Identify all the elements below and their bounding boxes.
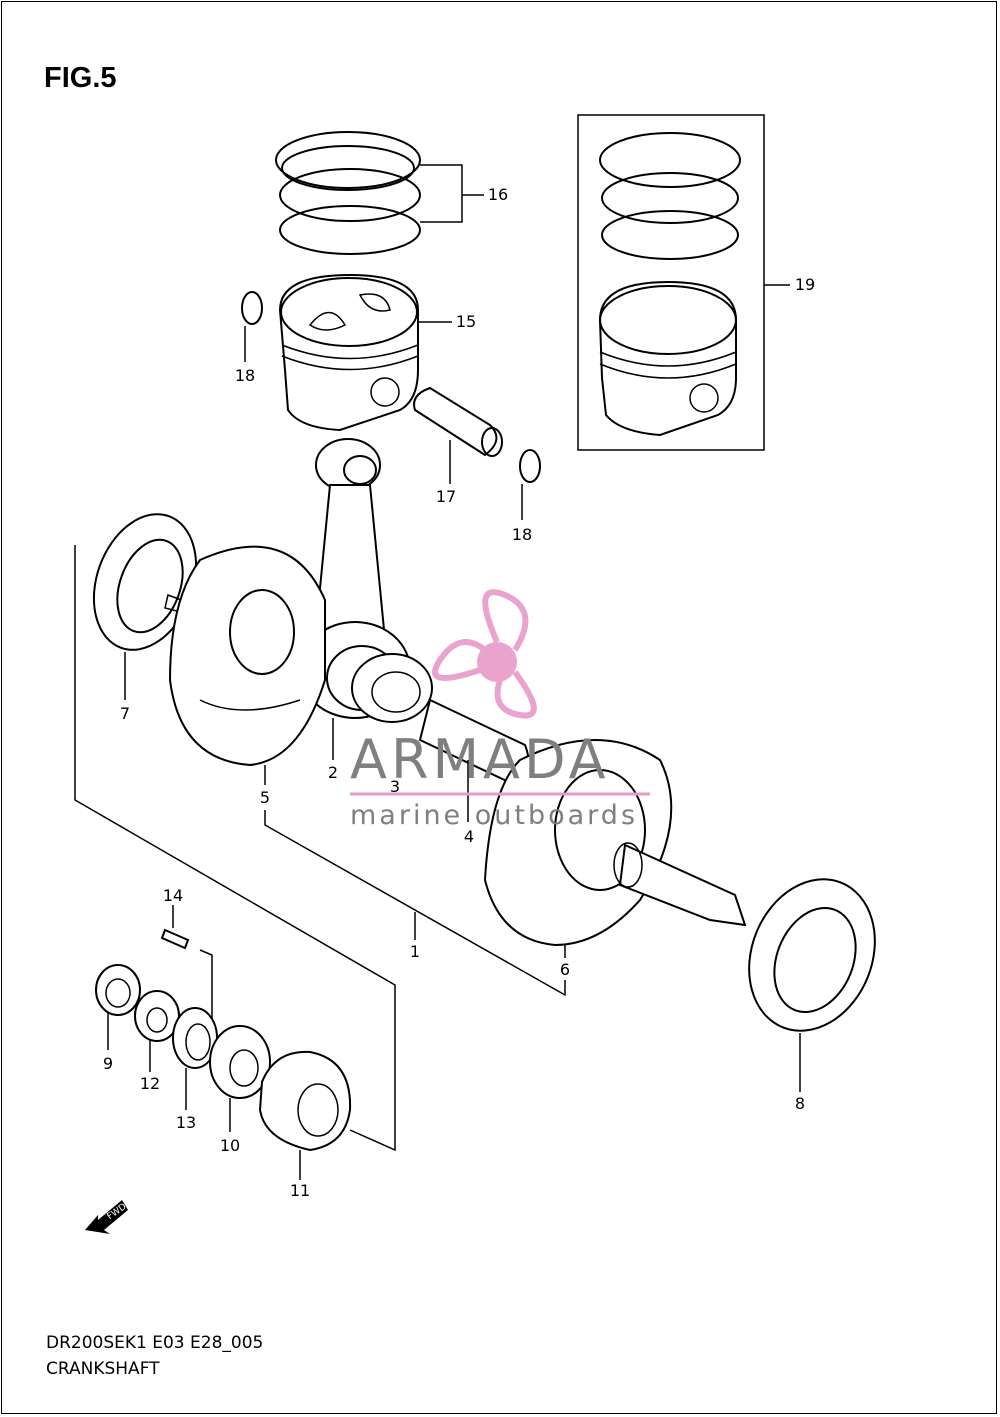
callout-5: 5	[259, 788, 271, 807]
callout-15: 15	[455, 312, 477, 331]
needle-bearing	[351, 653, 433, 723]
bearing-right	[748, 878, 876, 1092]
piston-rings	[275, 131, 484, 255]
watermark-name: ARMADA	[350, 728, 610, 791]
footer-diagram-name: CRANKSHAFT	[46, 1359, 160, 1379]
callout-2: 2	[327, 763, 339, 782]
crankshaft-bracket	[74, 545, 566, 1152]
callout-19: 19	[794, 275, 816, 294]
fwd-arrow-icon	[85, 1200, 128, 1234]
crank-web-left	[168, 545, 326, 785]
gear-small	[209, 1025, 271, 1132]
callout-3: 3	[389, 777, 401, 796]
callout-6: 6	[559, 960, 571, 979]
watermark-propeller-icon	[432, 589, 537, 719]
nut	[134, 990, 180, 1072]
callout-18b: 18	[511, 525, 533, 544]
piston-assembly-box	[577, 114, 790, 451]
footer-diagram-code: DR200SEK1 E03 E28_005	[46, 1333, 264, 1353]
crankshaft-right-end	[613, 842, 747, 927]
crank-web-right	[483, 739, 673, 958]
callout-11: 11	[289, 1181, 311, 1200]
callout-1: 1	[409, 942, 421, 961]
callout-9: 9	[102, 1054, 114, 1073]
callout-10: 10	[219, 1136, 241, 1155]
spacer	[95, 964, 141, 1050]
circlips	[241, 291, 541, 520]
watermark-tagline: marine outboards	[350, 800, 639, 831]
piston	[278, 273, 452, 432]
callout-7: 7	[119, 704, 131, 723]
callout-18a: 18	[234, 366, 256, 385]
callout-17: 17	[435, 487, 457, 506]
key	[160, 905, 213, 1040]
gear-large	[258, 1050, 352, 1180]
callout-13: 13	[175, 1113, 197, 1132]
piston-pin	[413, 386, 503, 484]
callout-4: 4	[463, 827, 475, 846]
callout-14: 14	[162, 886, 184, 905]
piston-in-assembly	[598, 132, 741, 437]
callout-12: 12	[139, 1074, 161, 1093]
callout-16: 16	[487, 185, 509, 204]
figure-title: FIG.5	[44, 62, 117, 94]
callout-8: 8	[794, 1094, 806, 1113]
